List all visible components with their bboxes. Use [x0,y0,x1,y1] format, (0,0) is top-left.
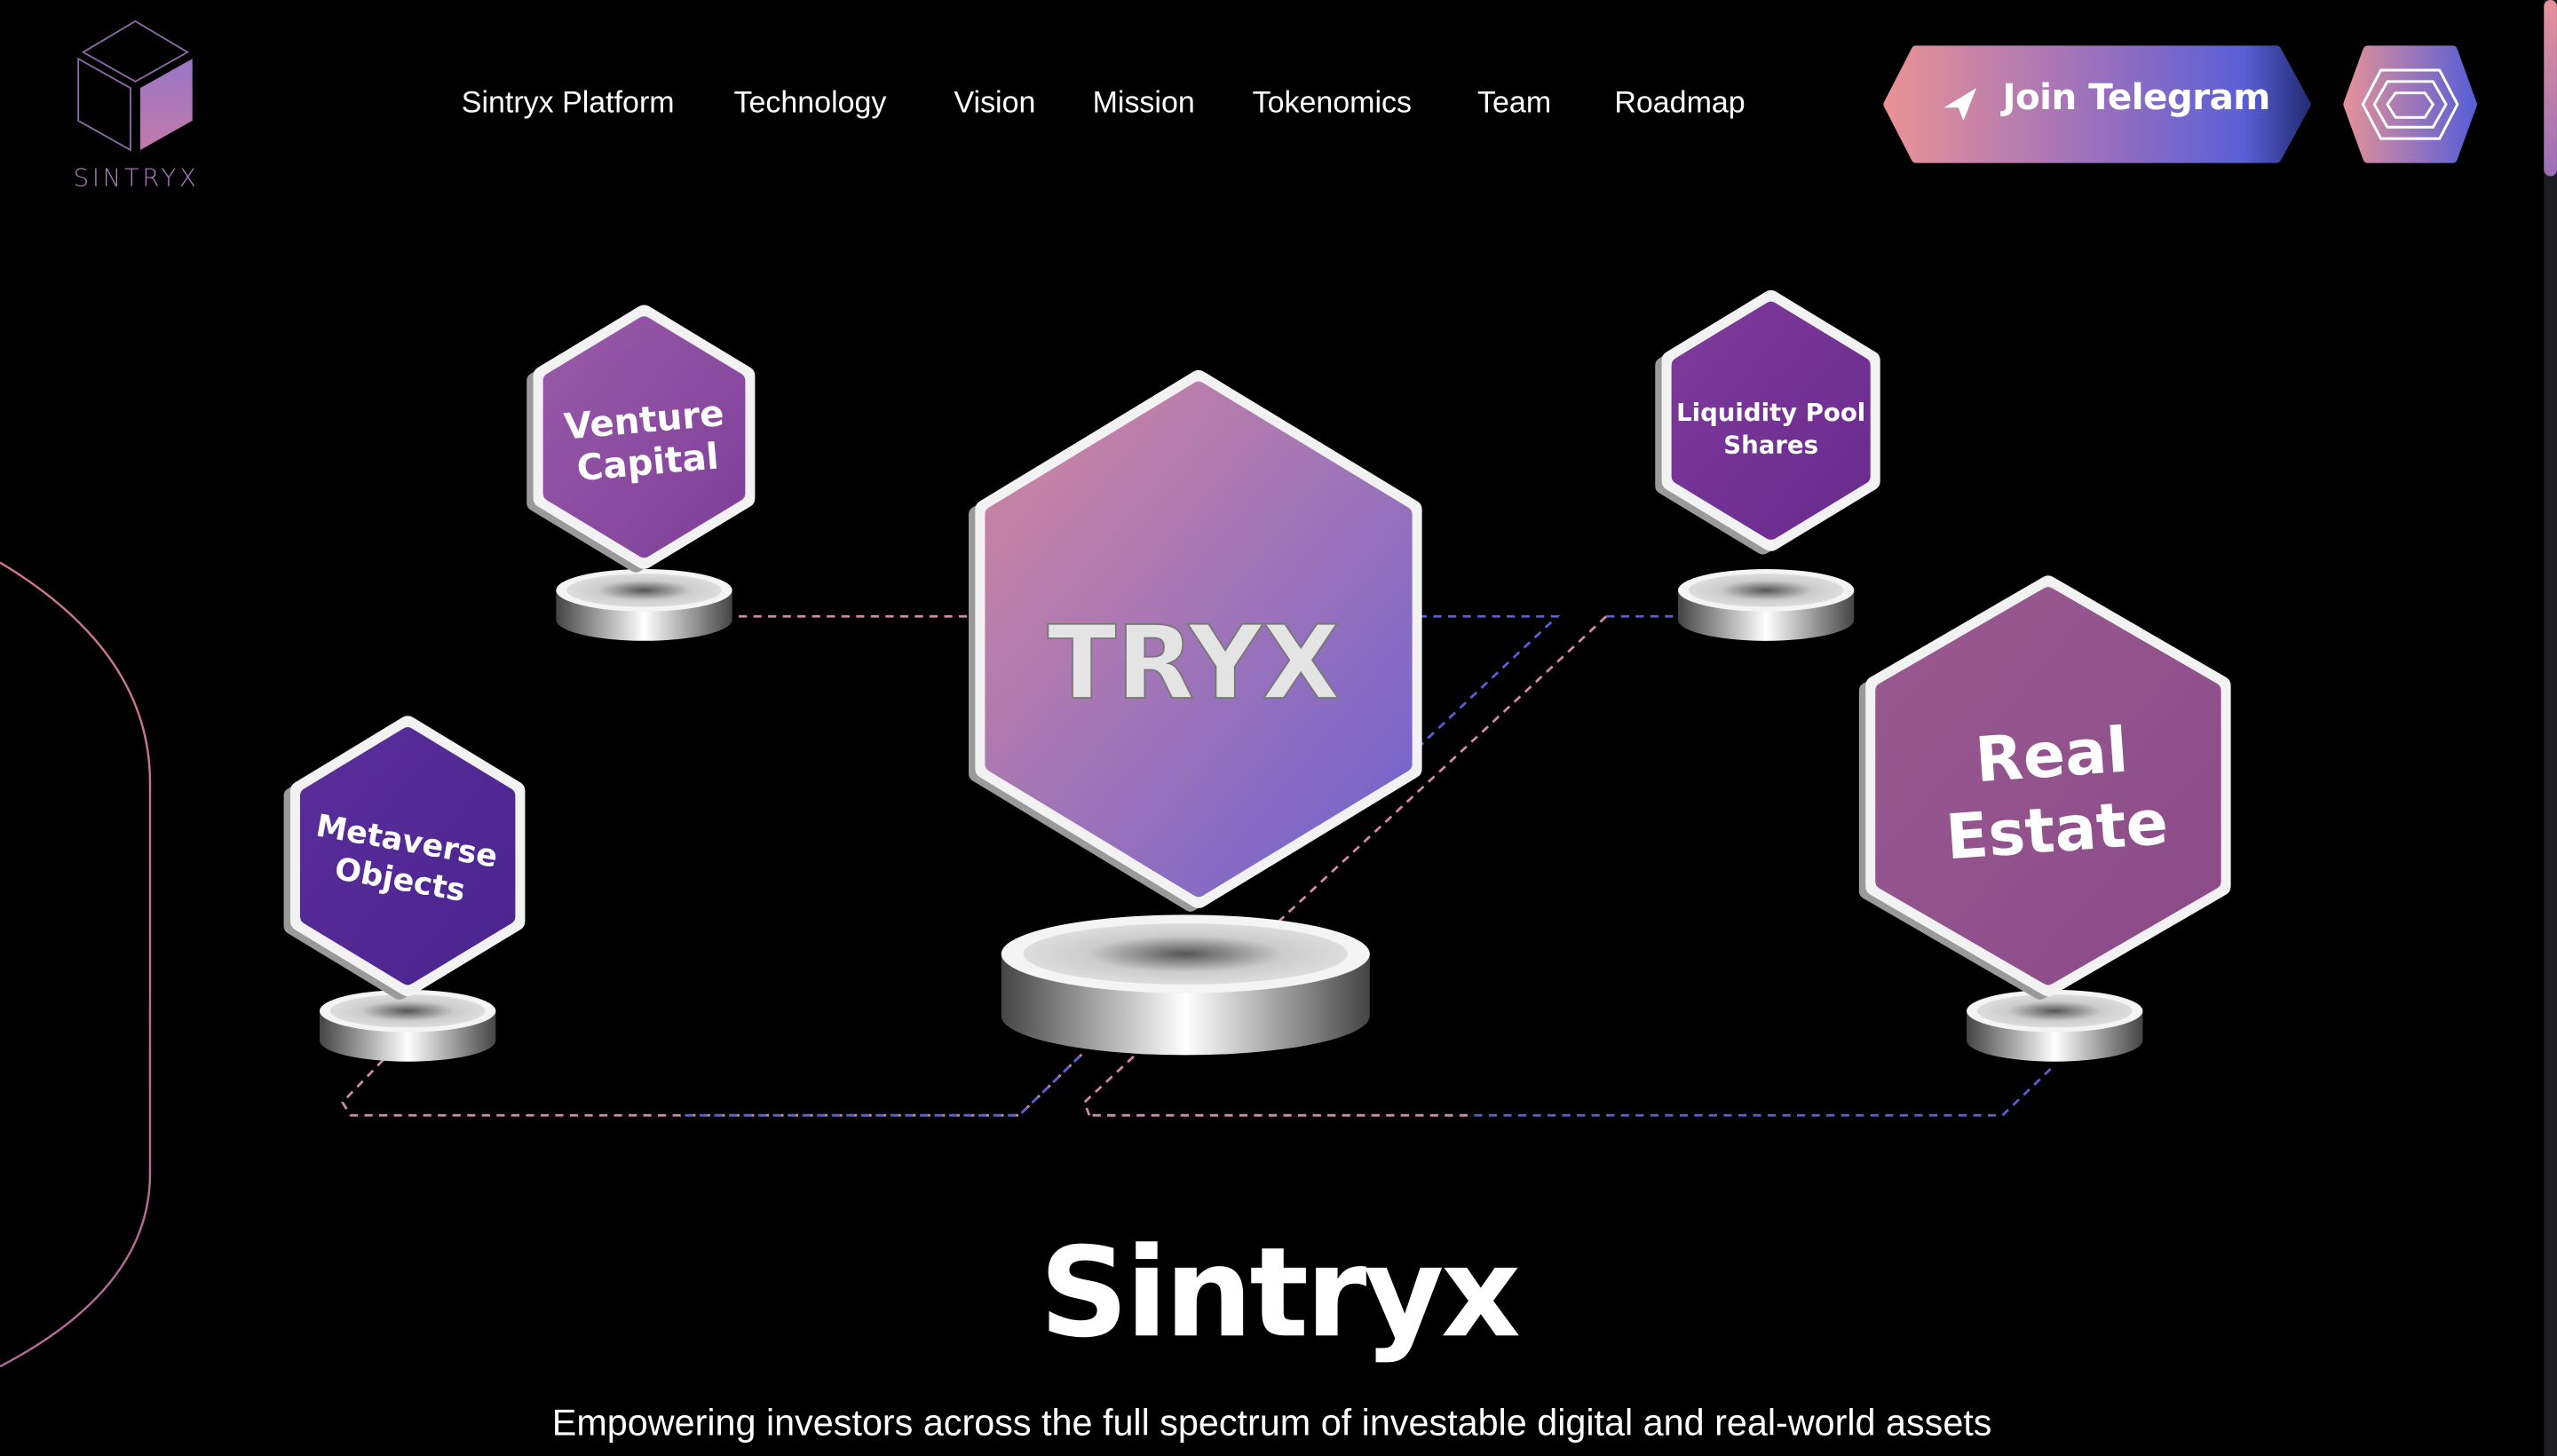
nav-mission[interactable]: Mission [1092,84,1195,120]
nav-team[interactable]: Team [1477,84,1552,120]
metaverse-objects-pedestal [319,989,496,1062]
liquidity-pool-pedestal [1677,569,1855,641]
logo-link[interactable] [65,16,209,199]
nav-roadmap[interactable]: Roadmap [1614,84,1746,120]
tryx-node [968,369,1422,1056]
nav-technology[interactable]: Technology [733,84,887,120]
venture-capital-pedestal [556,569,732,641]
sintryx-logo-icon [77,20,193,152]
venture-capital-node [526,305,756,641]
venture-capital-hex-face [542,316,746,558]
join-telegram-button[interactable] [1888,51,2306,158]
brand-name: SINTRYX [73,162,200,193]
menu-button[interactable] [2348,51,2473,158]
scrollbar-track[interactable] [2544,0,2557,1456]
venture-capital-label: VentureCapital [562,392,729,490]
real-estate-node [1858,575,2231,1062]
tryx-pedestal [1001,914,1370,1056]
tryx-label: TRYX [1048,604,1340,722]
hexagon-menu-icon[interactable] [2343,45,2477,163]
hero-subtitle: Empowering investors across the full spe… [551,1402,1992,1444]
decorative-arc [0,561,152,1368]
hero-title: Sintryx [1039,1219,1521,1365]
nav-tokenomics[interactable]: Tokenomics [1252,84,1413,120]
real-estate-hex-face [1875,587,2221,985]
tryx-hex-face [985,381,1413,898]
nav-vision[interactable]: Vision [954,84,1036,120]
paper-plane-icon [1943,88,1977,121]
real-estate-label: RealEstate [1938,712,2170,874]
connector-lines [340,614,2053,1117]
scrollbar-thumb[interactable] [2544,0,2557,177]
telegram-button-bg[interactable] [1883,45,2311,163]
metaverse-objects-hex-face [299,727,516,985]
liquidity-pool-hex-face [1671,301,1871,540]
real-estate-pedestal [1967,989,2143,1062]
liquidity-pool-node [1655,289,1880,641]
join-telegram-label: Join Telegram [2002,78,2270,120]
metaverse-objects-node [283,716,526,1062]
nav-sintryx-platform[interactable]: Sintryx Platform [461,84,675,120]
